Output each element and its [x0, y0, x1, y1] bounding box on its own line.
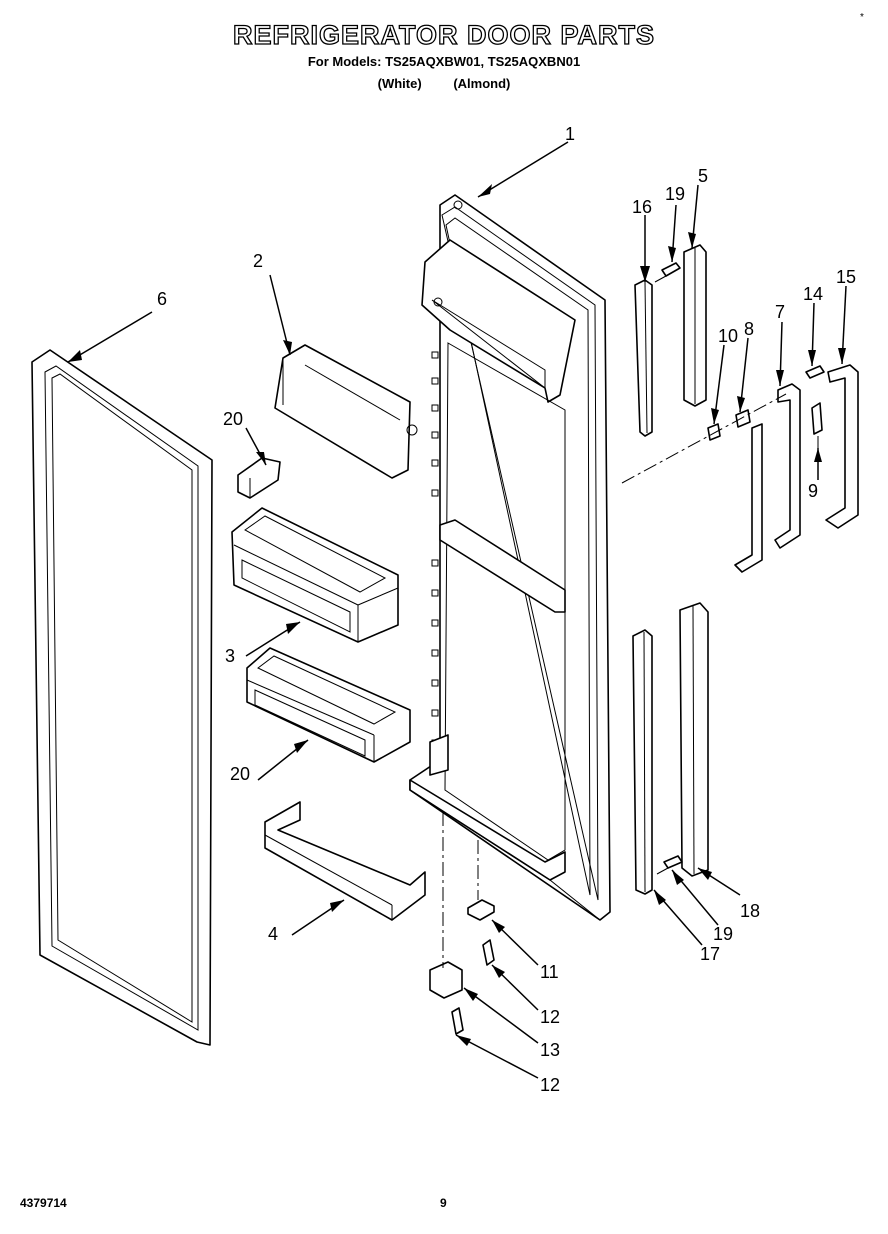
callout-labels: 1 2 3 4 5 6 7 8 9 10 11 12 13 12 14 15 1…: [157, 124, 856, 1095]
screw-part-12-upper: [482, 939, 495, 966]
callout-1: 1: [565, 124, 575, 144]
door-bin-part-3: [231, 507, 399, 643]
callout-8: 8: [744, 319, 754, 339]
door-liner-part-1: [409, 194, 611, 921]
color-white-label: (White): [377, 76, 422, 91]
hinge-part-13: [429, 961, 463, 999]
door-bin-part-20-lower: [246, 647, 411, 763]
door-gasket-part-6: [31, 349, 213, 1046]
shelf-peg-holes: [431, 351, 439, 747]
page-title: REFRIGERATOR DOOR PARTS: [232, 19, 655, 50]
callout-20-lower: 20: [230, 764, 250, 784]
trim-part-18: [679, 602, 709, 877]
corner-mark: *: [860, 12, 864, 23]
callout-18: 18: [740, 901, 760, 921]
screw-part-19-lower: [656, 855, 683, 875]
callout-7: 7: [775, 302, 785, 322]
model-numbers: For Models: TS25AQXBW01, TS25AQXBN01: [307, 54, 581, 69]
hinge-pin-part-11: [467, 899, 495, 921]
handle-bracket-part-10: [707, 423, 721, 441]
callout-19-upper: 19: [665, 184, 685, 204]
callout-4: 4: [268, 924, 278, 944]
trim-part-5: [683, 244, 707, 407]
screw-part-12-lower: [451, 1007, 464, 1035]
handle-trim-part-15: [825, 364, 859, 529]
callout-6: 6: [157, 289, 167, 309]
callout-13: 13: [540, 1040, 560, 1060]
leader-lines: [67, 141, 847, 1079]
handle-part-7: [774, 383, 801, 549]
callout-14: 14: [803, 284, 823, 304]
callout-5: 5: [698, 166, 708, 186]
callout-12-lower: 12: [540, 1075, 560, 1095]
clip-part-9: [811, 402, 823, 435]
callout-20-upper: 20: [223, 409, 243, 429]
door-bar-part-4: [264, 801, 426, 921]
callout-16: 16: [632, 197, 652, 217]
document-number: 4379714: [20, 1196, 67, 1210]
breaker-strip-part-17: [632, 629, 653, 895]
callout-19-lower: 19: [713, 924, 733, 944]
page-number: 9: [440, 1196, 447, 1210]
callout-10: 10: [718, 326, 738, 346]
color-almond-label: (Almond): [453, 76, 511, 91]
screw-part-14: [805, 365, 825, 379]
screw-part-19-upper: [654, 262, 681, 283]
color-variants: (White) (Almond): [0, 76, 888, 91]
shelf-bracket-part-20-upper: [237, 457, 281, 499]
callout-9: 9: [808, 481, 818, 501]
callout-12-upper: 12: [540, 1007, 560, 1027]
breaker-strip-part-16: [634, 279, 653, 437]
dairy-compartment-part-2: [274, 344, 418, 479]
callout-3: 3: [225, 646, 235, 666]
callout-2: 2: [253, 251, 263, 271]
callout-15: 15: [836, 267, 856, 287]
callout-11: 11: [540, 962, 559, 982]
handle-bracket-part-8: [734, 409, 763, 573]
callout-17: 17: [700, 944, 720, 964]
